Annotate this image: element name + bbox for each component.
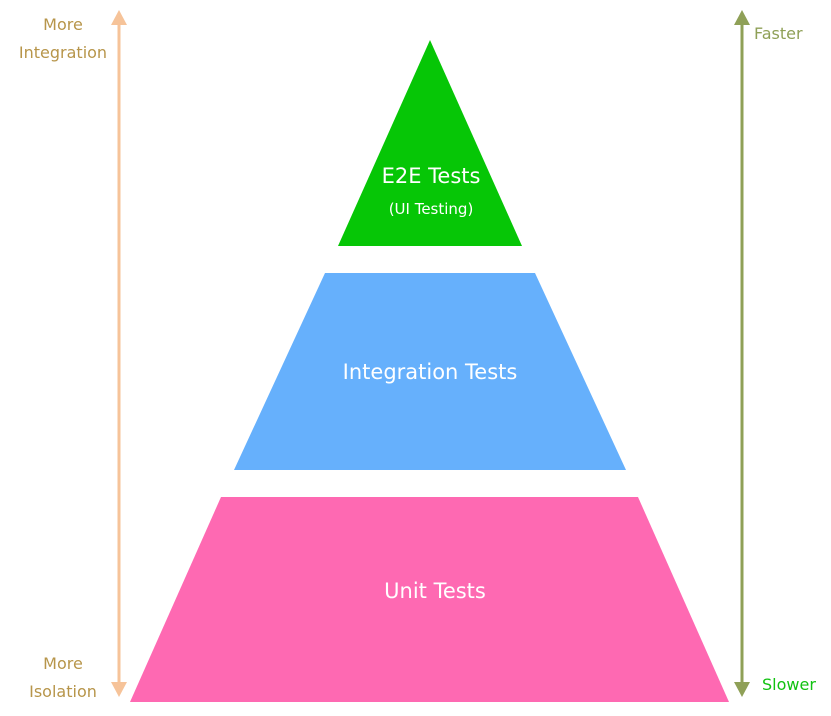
left-bottom-label-line1: More [43,654,83,673]
unit-tier: Unit Tests [130,497,729,702]
e2e-tier-subtitle: (UI Testing) [389,200,474,218]
right-axis: Faster Slower [734,10,816,697]
left-axis-up-arrow [111,10,127,25]
pyramid: E2E Tests (UI Testing) Integration Tests… [130,40,729,702]
right-top-label: Faster [754,24,803,43]
unit-tier-title: Unit Tests [384,579,486,603]
right-axis-down-arrow [734,682,750,697]
integration-tier-title: Integration Tests [343,360,518,384]
integration-tier-shape [234,273,626,470]
e2e-tier-shape [338,40,522,246]
e2e-tier-title: E2E Tests [382,164,481,188]
left-axis-down-arrow [111,682,127,697]
unit-tier-shape [130,497,729,702]
e2e-tier: E2E Tests (UI Testing) [338,40,522,246]
integration-tier: Integration Tests [234,273,626,470]
left-top-label-line1: More [43,15,83,34]
left-bottom-label-line2: Isolation [29,682,97,701]
left-axis: More Integration More Isolation [19,10,127,701]
left-top-label-line2: Integration [19,43,107,62]
right-bottom-label: Slower [762,675,816,694]
right-axis-up-arrow [734,10,750,25]
